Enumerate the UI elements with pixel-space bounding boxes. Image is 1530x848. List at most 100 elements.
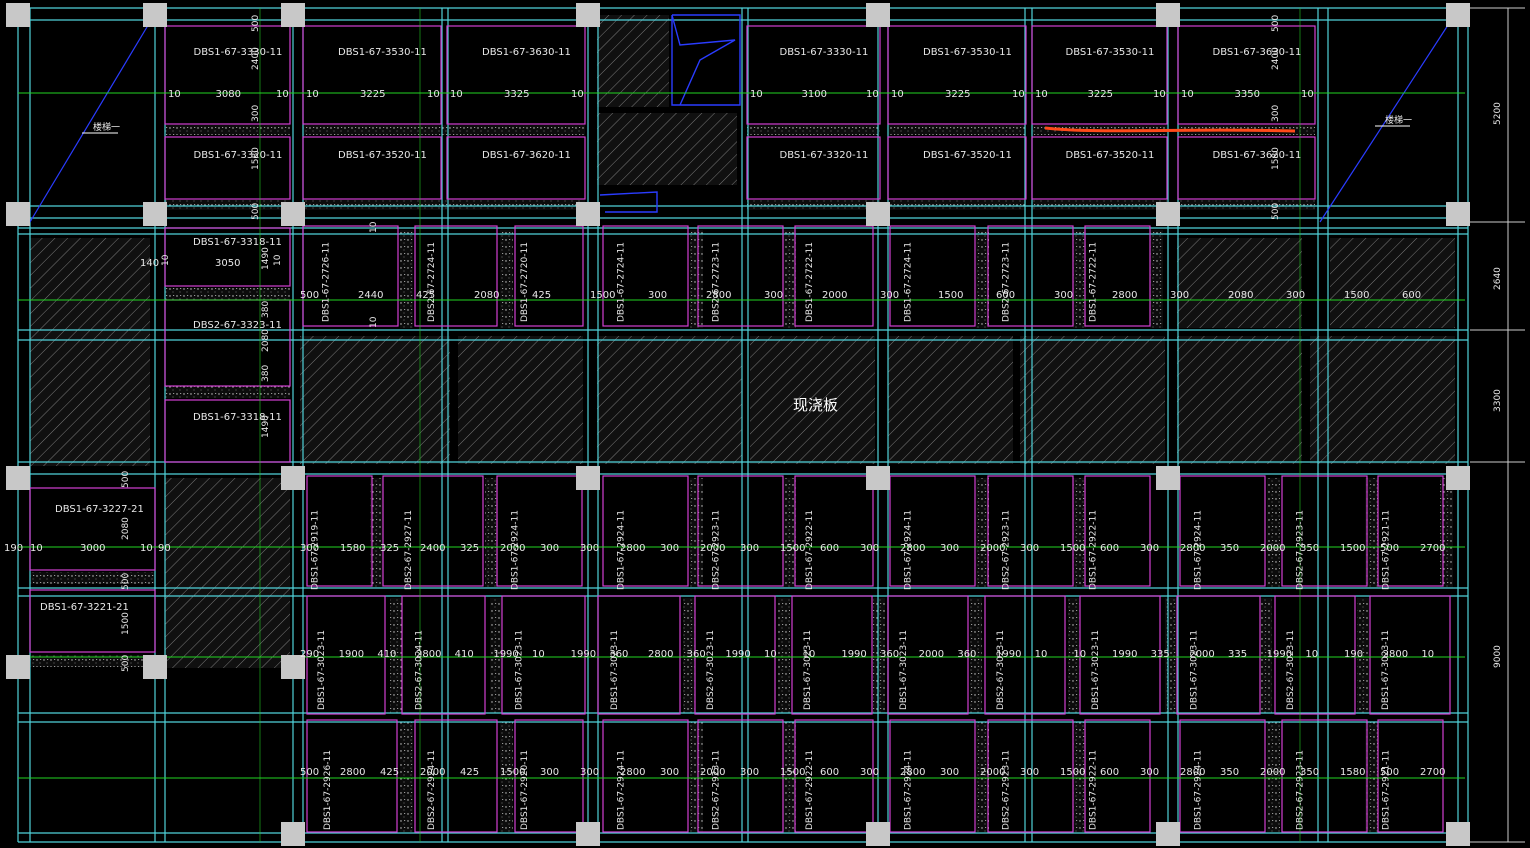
hatch-region	[597, 113, 737, 185]
stair-lines	[29, 14, 1451, 223]
dimension-value: 10	[532, 649, 545, 660]
panel-outline	[306, 475, 373, 587]
panel-outline	[414, 225, 498, 327]
column	[1156, 202, 1180, 226]
right-dim-1: 5200	[1493, 102, 1503, 125]
right-dim-2: 2640	[1493, 267, 1503, 290]
panel-width: 3225	[945, 89, 970, 100]
panel-code: DBS1-67-2726-11	[322, 242, 332, 322]
panel-outline	[164, 299, 291, 387]
panel-width: 3080	[216, 89, 241, 100]
panel-code: DBS2-67-2923-11	[1002, 750, 1012, 830]
panel-code: DBS1-67-3023-11	[803, 630, 813, 710]
hatch-region	[300, 336, 450, 464]
panel-outline	[1084, 475, 1151, 587]
panel-code: DBS2-67-2923-11	[712, 510, 722, 590]
column	[1156, 466, 1180, 490]
panel-code: DBS2-67-2723-11	[712, 242, 722, 322]
hatch-region	[1310, 336, 1455, 464]
dimension-value: 600	[820, 543, 839, 554]
edge-dimension: 10	[866, 89, 879, 100]
panel-outline	[794, 475, 874, 587]
dimension-value: 300	[1170, 290, 1189, 301]
joint-strip	[165, 386, 290, 398]
panel-code: DBS1-67-3530-11	[1066, 47, 1155, 58]
dimension-value: 1500	[590, 290, 615, 301]
panel-outline	[746, 25, 881, 125]
joint-strip	[400, 230, 413, 328]
dimension-value: 1990	[996, 649, 1021, 660]
stair-label-left: 楼梯一	[93, 121, 120, 133]
edge-dimension: 10	[891, 89, 904, 100]
panel-code: DBS1-67-3318-11	[193, 237, 282, 248]
panel-code: DBS2-67-2723-11	[1002, 242, 1012, 322]
dimension-value: 2800	[900, 543, 925, 554]
joint-strip	[165, 200, 290, 210]
column	[576, 466, 600, 490]
dimension-value: 2700	[1420, 543, 1445, 554]
dimension-value: 360	[880, 649, 899, 660]
panel-code: DBS1-67-2924-11	[904, 750, 914, 830]
column	[1446, 3, 1470, 27]
panel-outline	[987, 719, 1074, 833]
panel-code: DBS1-67-2922-11	[1089, 510, 1099, 590]
panel-code: DBS1-67-2921-11	[1382, 750, 1392, 830]
panel-outline	[889, 719, 976, 833]
panel-code: DBS2-67-2924-11	[427, 750, 437, 830]
joint-strip	[970, 598, 982, 713]
panel-outline	[1084, 719, 1151, 833]
side-dimension: 1490	[261, 415, 271, 438]
dimension-value: 2000	[420, 767, 445, 778]
panel-outline	[887, 595, 969, 715]
dimension-lines	[18, 7, 1525, 843]
joint-strip	[1267, 478, 1280, 588]
panel-code: DBS1-67-3520-11	[1066, 150, 1155, 161]
edge-dimension: 10	[750, 89, 763, 100]
dimension-value: 425	[460, 767, 479, 778]
dimension-value: 325	[460, 543, 479, 554]
dimension-value: 300	[300, 543, 319, 554]
panel-outline	[1274, 595, 1356, 715]
dimension-value: 1500	[1060, 767, 1085, 778]
side-dimension: 300	[1271, 105, 1281, 122]
side-dimension: 500	[1271, 203, 1281, 220]
panel-width: 3350	[1235, 89, 1260, 100]
column	[866, 466, 890, 490]
joint-strip	[165, 125, 290, 135]
edge-dimension: 10	[1181, 89, 1194, 100]
panel-code: DBS1-67-3320-11	[780, 150, 869, 161]
joint-strip	[500, 722, 513, 832]
panel-outline	[889, 225, 976, 327]
side-dimension: 300	[251, 105, 261, 122]
dimension-value: 10	[1305, 649, 1318, 660]
column	[1446, 822, 1470, 846]
dimension-value: 300	[880, 290, 899, 301]
column	[576, 822, 600, 846]
joint-strip	[690, 478, 703, 588]
markup-stroke	[1044, 126, 1296, 133]
joint-strip	[888, 125, 1026, 135]
panel-code: DBS1-67-2924-11	[617, 510, 627, 590]
dimension-value: 290	[300, 649, 319, 660]
side-dimension: 2400	[1271, 47, 1281, 70]
dimension-value: 600	[1100, 767, 1119, 778]
column	[866, 202, 890, 226]
dimension-value: 2000	[700, 767, 725, 778]
panel-code: DBS2-67-2724-11	[427, 242, 437, 322]
panel-code: DBS2-67-3323-11	[193, 320, 282, 331]
panel-code: DBS2-67-2923-11	[712, 750, 722, 830]
dimension-value: 600	[1402, 290, 1421, 301]
panel-outline	[987, 475, 1074, 587]
panel-outline	[597, 595, 681, 715]
edge-dimension: 10	[276, 89, 289, 100]
side-dimension: 2080	[261, 329, 271, 352]
joint-strip	[1365, 722, 1378, 832]
dimension-value: 350	[1300, 767, 1319, 778]
column	[143, 202, 167, 226]
joint-strip	[303, 200, 585, 210]
panel-outline	[29, 589, 156, 653]
dimension-value: 2800	[706, 290, 731, 301]
dimension-value: 300	[1140, 767, 1159, 778]
panel-outline	[697, 719, 784, 833]
